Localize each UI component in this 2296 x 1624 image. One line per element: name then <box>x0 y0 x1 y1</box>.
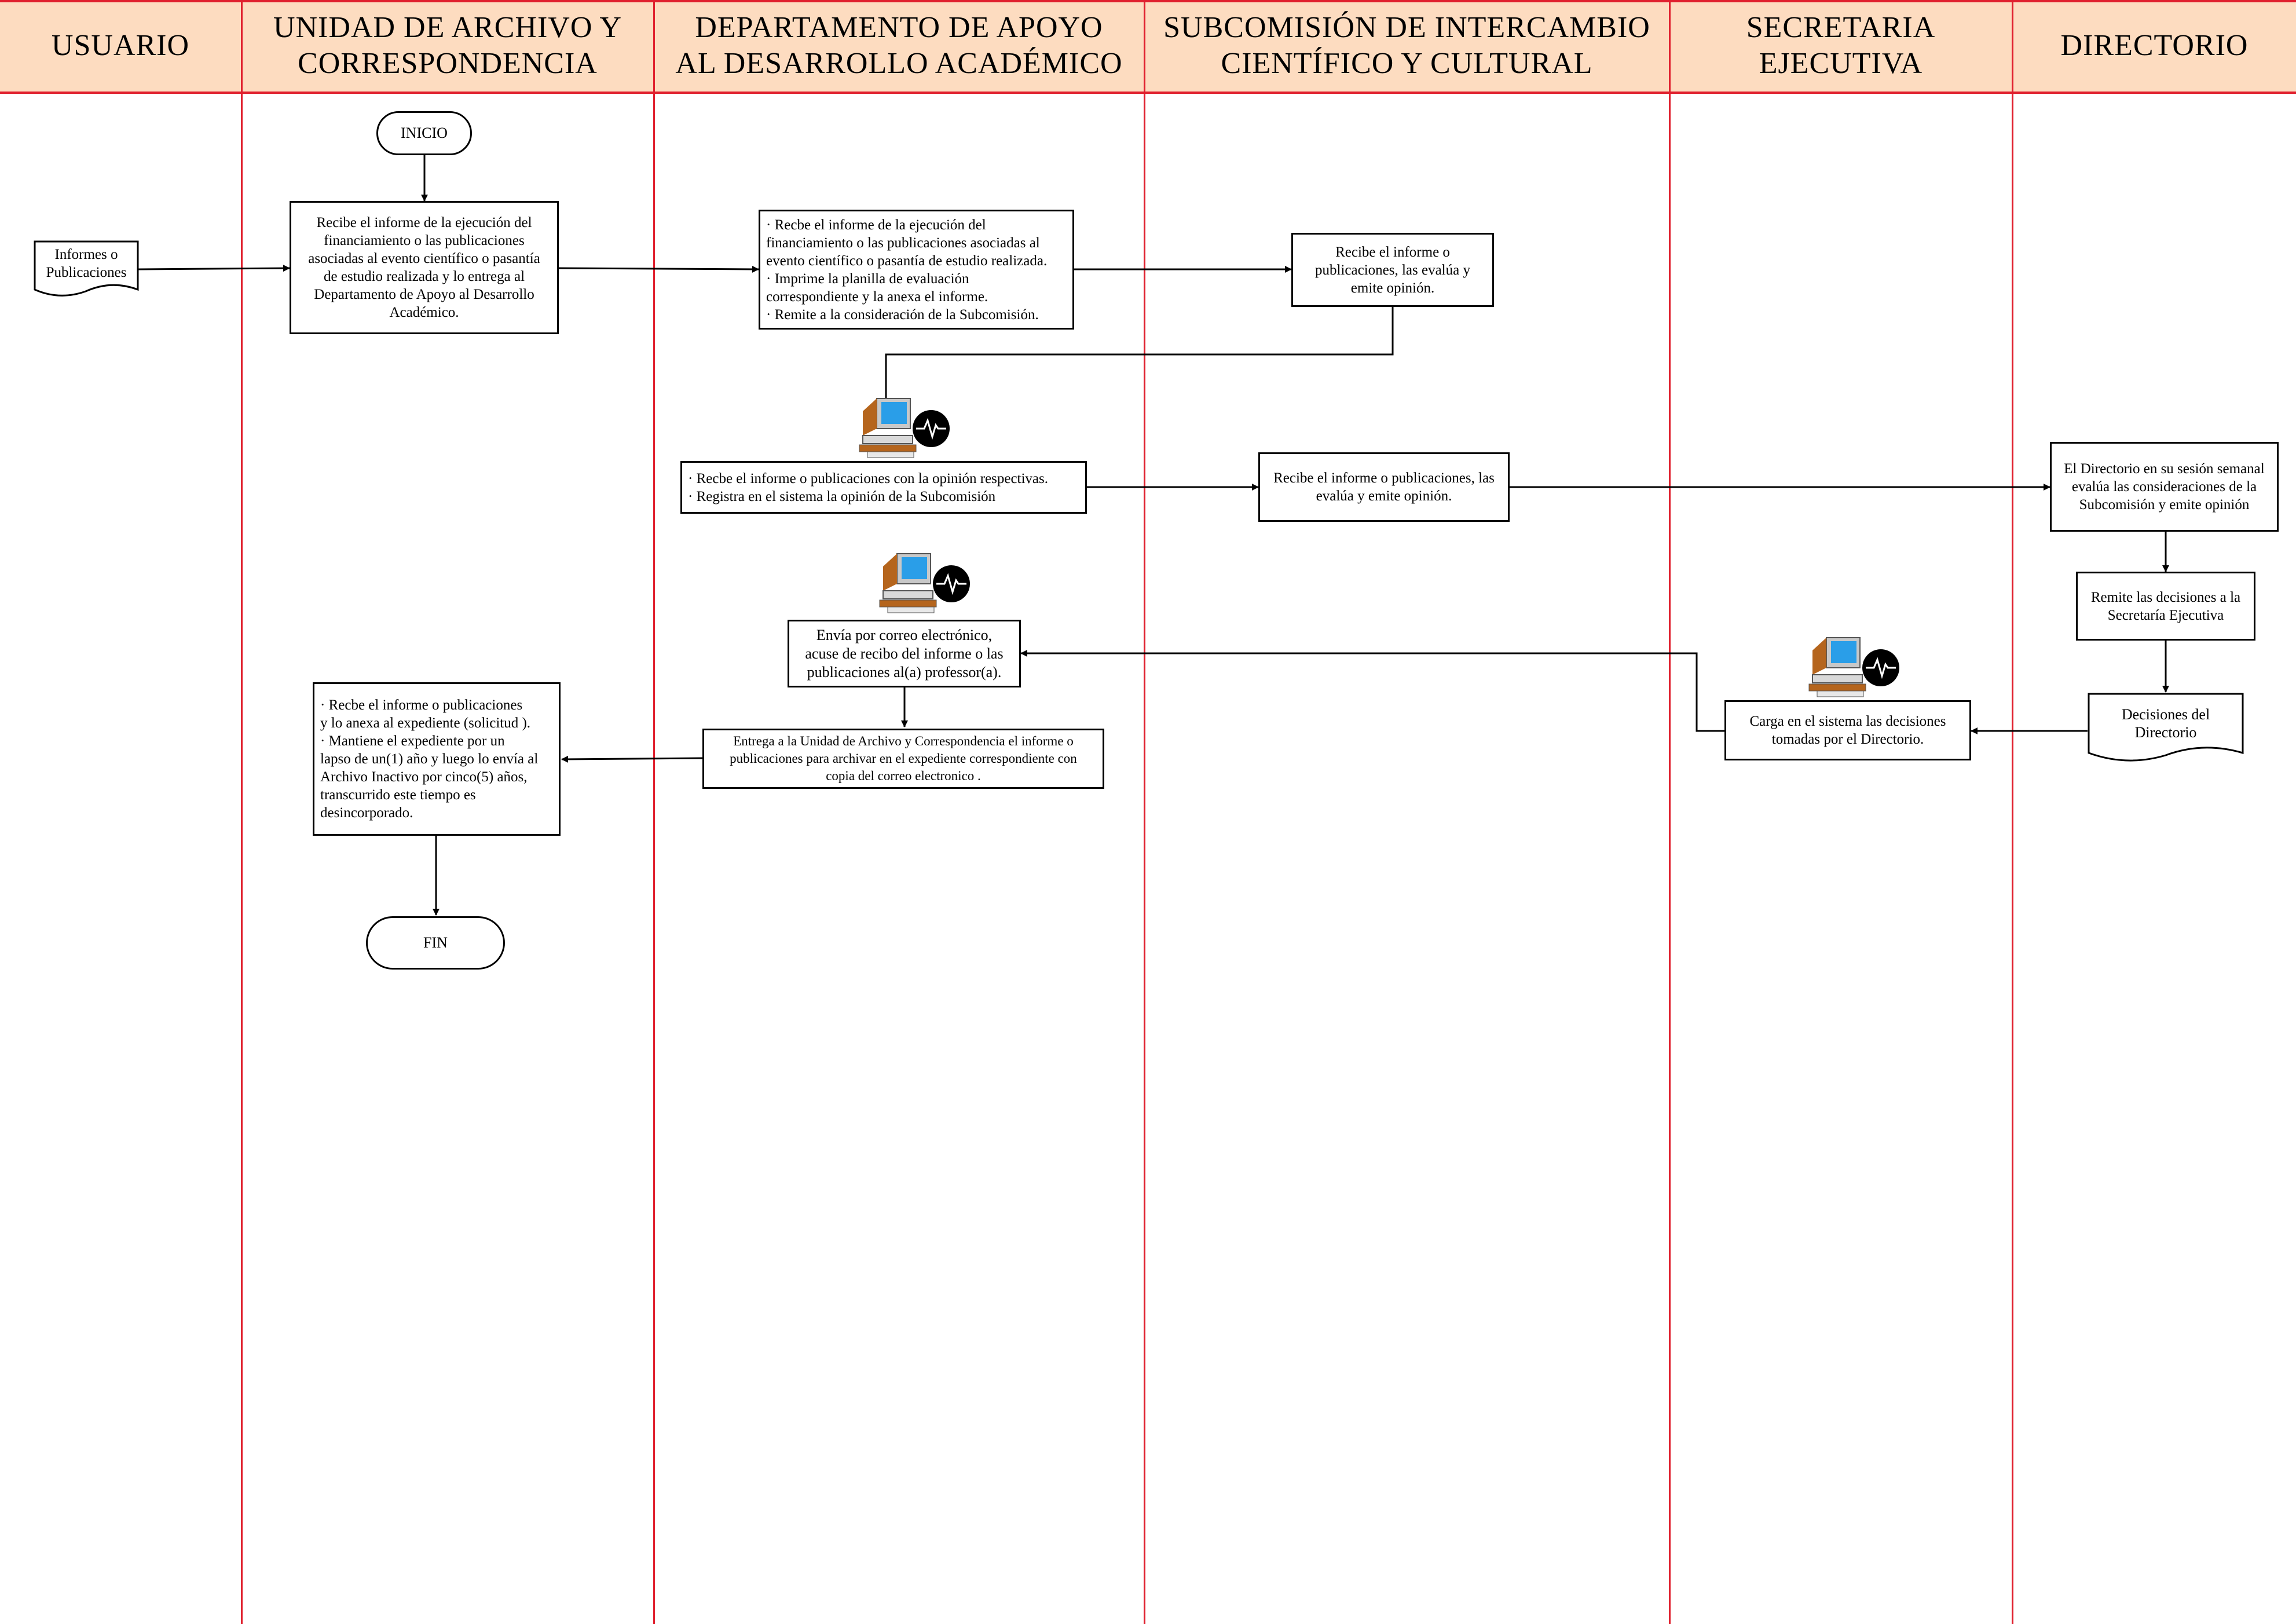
process-subcomision-evalua: Recibe el informe o publicaciones, las e… <box>1291 233 1494 307</box>
lane-title-subcomision: SUBCOMISIÓN DE INTERCAMBIO CIENTÍFICO Y … <box>1163 11 1650 80</box>
process-archivo-expediente: · Recbe el informe o publicaciones y lo … <box>313 682 561 836</box>
process-text: · Recbe el informe o publicaciones con l… <box>688 470 1049 504</box>
lane-divider <box>1669 0 1671 1624</box>
process-text: Remite las decisiones a la Secretaría Ej… <box>2090 589 2241 623</box>
process-archivo-recibe: Recibe el informe de la ejecución del fi… <box>290 201 559 334</box>
lane-title-departamento: DEPARTAMENTO DE APOYO AL DESARROLLO ACAD… <box>675 11 1123 80</box>
document-label: Informes o Publicaciones <box>46 247 127 280</box>
computer-icon <box>871 550 999 620</box>
arrow <box>1020 650 1724 732</box>
lane-divider <box>241 0 243 1624</box>
process-depto-envia: Envía por correo electrónico, acuse de r… <box>788 620 1021 687</box>
process-subcomision-evalua-2: Recibe el informe o publicaciones, las e… <box>1258 452 1510 522</box>
lane-divider <box>653 0 655 1624</box>
arrow <box>882 307 1394 414</box>
swimlane-header <box>0 0 2296 94</box>
process-text: · Recbe el informe o publicaciones y lo … <box>320 697 539 821</box>
process-depto-registra: · Recbe el informe o publicaciones con l… <box>680 461 1087 514</box>
lane-title-usuario: USUARIO <box>51 29 190 62</box>
process-text: Entrega a la Unidad de Archivo y Corresp… <box>730 734 1077 783</box>
document-decisiones: Decisiones del Directorio <box>2088 693 2244 763</box>
process-directorio-remite: Remite las decisiones a la Secretaría Ej… <box>2076 572 2255 641</box>
computer-icon <box>1801 634 1928 704</box>
lane-title-secretaria: SECRETARIA EJECUTIVA <box>1746 11 1936 80</box>
process-text: Envía por correo electrónico, acuse de r… <box>805 626 1004 681</box>
process-text: Carga en el sistema las decisiones tomad… <box>1749 714 1946 747</box>
process-text: El Directorio en su sesión semanal evalú… <box>2064 461 2265 513</box>
arrow <box>137 265 290 272</box>
lane-divider <box>1144 0 1145 1624</box>
process-text: Recibe el informe o publicaciones, las e… <box>1273 470 1495 504</box>
computer-icon <box>851 395 979 464</box>
document-label: Decisiones del Directorio <box>2121 706 2210 741</box>
process-directorio-evalua: El Directorio en su sesión semanal evalú… <box>2050 442 2279 532</box>
lane-divider <box>2012 0 2013 1624</box>
process-text: Recibe el informe o publicaciones, las e… <box>1315 244 1470 296</box>
start-terminal: INICIO <box>376 111 472 155</box>
lane-title-archivo: UNIDAD DE ARCHIVO Y CORRESPONDENCIA <box>273 11 622 80</box>
process-text: · Recbe el informe de la ejecución del f… <box>766 217 1048 323</box>
process-secretaria-carga: Carga en el sistema las decisiones tomad… <box>1724 700 1971 760</box>
arrow <box>561 755 703 763</box>
lane-title-directorio: DIRECTORIO <box>2060 29 2249 62</box>
process-depto-entrega: Entrega a la Unidad de Archivo y Corresp… <box>702 729 1104 789</box>
process-depto-recibe: · Recbe el informe de la ejecución del f… <box>759 210 1074 330</box>
end-terminal: FIN <box>366 916 505 970</box>
process-text: Recibe el informe de la ejecución del fi… <box>308 215 540 320</box>
arrow <box>558 265 759 273</box>
document-informes: Informes o Publicaciones <box>34 240 139 298</box>
